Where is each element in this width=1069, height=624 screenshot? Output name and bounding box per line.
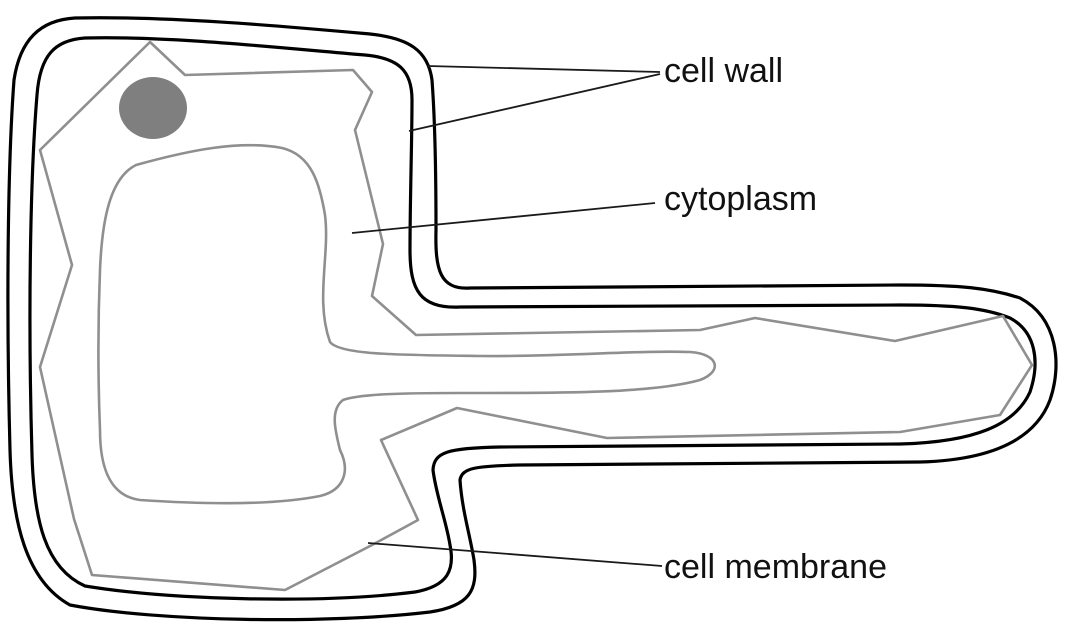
cell-wall-leader-line-1 (428, 66, 660, 72)
cell-membrane (40, 42, 1032, 590)
vacuole (99, 145, 715, 503)
cell-membrane-label: cell membrane (664, 548, 887, 586)
nucleus (119, 77, 187, 139)
cytoplasm-label: cytoplasm (664, 180, 817, 218)
cytoplasm-leader-line (352, 203, 655, 233)
cell-wall-label: cell wall (664, 52, 783, 90)
cell-membrane-leader-line (368, 543, 662, 566)
cell-wall-leader-line-2 (409, 74, 660, 131)
